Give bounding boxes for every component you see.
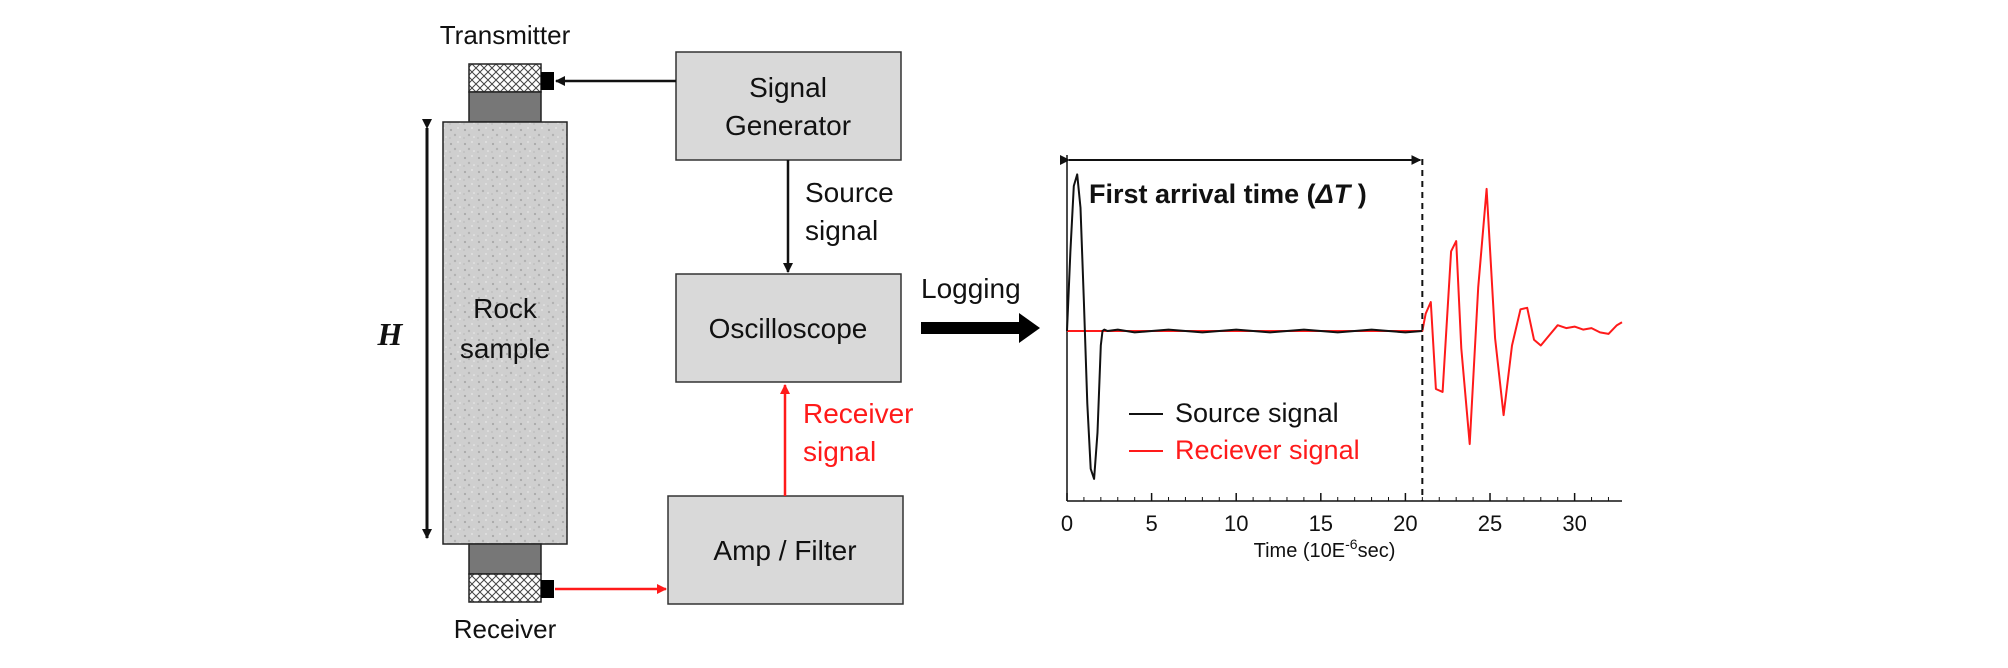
logging-label: Logging [921, 273, 1021, 304]
source-signal-label-line1: Source [805, 177, 894, 208]
transmitter-element [468, 63, 542, 93]
rock-sample-label-line2: sample [460, 333, 550, 364]
amp-filter-box [667, 495, 904, 605]
receiver-signal-label-line1: Receiver [803, 398, 913, 429]
x-axis-label: Time (10E-6sec) [1254, 536, 1396, 562]
amp-filter-label: Amp / Filter [713, 535, 856, 566]
signal-generator-box [675, 51, 902, 161]
receiver-assembly [468, 543, 554, 603]
oscilloscope-label: Oscilloscope [709, 313, 868, 344]
rock-sample [442, 121, 568, 545]
receiver-label: Receiver [454, 614, 557, 644]
x-tick-label: 20 [1393, 511, 1417, 536]
transmitter-connector [541, 72, 554, 90]
x-tick-label: 15 [1309, 511, 1333, 536]
legend-label-receiver: Reciever signal [1175, 435, 1360, 465]
transmitter-cap [468, 91, 542, 123]
signal-generator-label-line2: Generator [725, 110, 851, 141]
height-symbol: H [377, 316, 404, 352]
transmitter-assembly [468, 63, 554, 123]
x-tick-label: 30 [1562, 511, 1586, 536]
legend-label-source: Source signal [1175, 398, 1339, 428]
logging-arrow [921, 313, 1040, 343]
source-signal-label-line2: signal [805, 215, 878, 246]
series-line-receiver [1067, 187, 1623, 446]
receiver-cap [468, 543, 542, 575]
receiver-signal-label-line2: signal [803, 436, 876, 467]
x-tick-label: 25 [1478, 511, 1502, 536]
receiver-element [468, 573, 542, 603]
x-tick-label: 0 [1061, 511, 1073, 536]
signal-generator-label-line1: Signal [749, 72, 827, 103]
series-line-source [1066, 173, 1423, 480]
oscilloscope-box [675, 273, 902, 383]
first-arrival-label: First arrival time (ΔT ) [1089, 179, 1367, 209]
rock-sample-label-line1: Rock [473, 293, 538, 324]
transmitter-label: Transmitter [440, 20, 571, 50]
x-tick-label: 5 [1145, 511, 1157, 536]
receiver-connector [541, 580, 554, 598]
x-tick-label: 10 [1224, 511, 1248, 536]
